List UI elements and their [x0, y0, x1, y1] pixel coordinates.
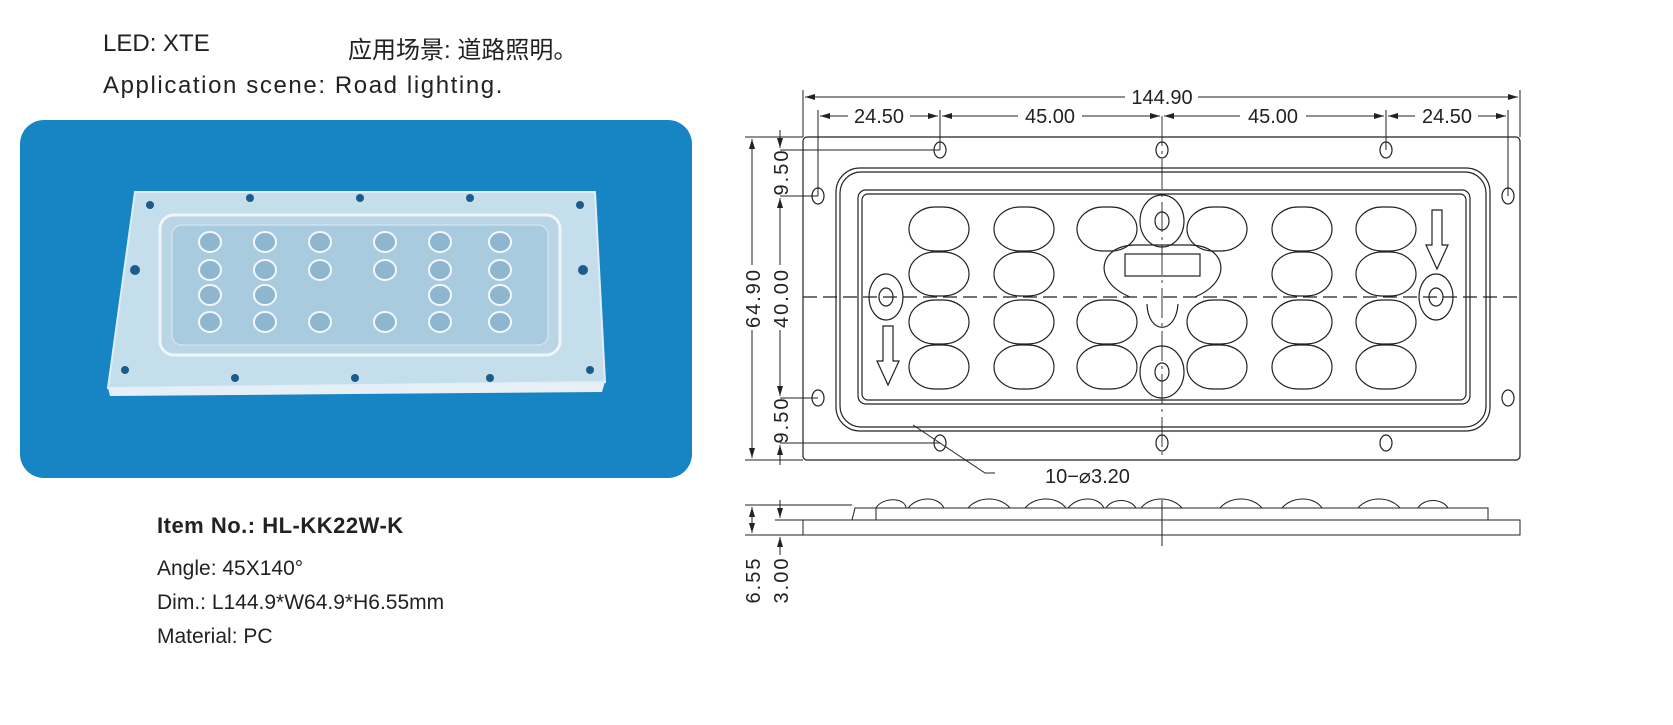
photo-lens [488, 284, 512, 306]
photo-lens [428, 231, 452, 253]
lens-outline [1271, 299, 1333, 345]
dim-edge-right: 24.50 [1422, 106, 1472, 128]
lens-plate-image [106, 191, 607, 396]
lens-outline [1186, 299, 1248, 345]
dim-total-length: 144.90 [1131, 87, 1192, 109]
photo-lens [308, 231, 332, 253]
lens-outline [1355, 299, 1417, 345]
material-spec: Material: PC [157, 625, 273, 648]
lens-outline [1355, 344, 1417, 390]
lens-outline [993, 344, 1055, 390]
led-label: LED: XTE [103, 30, 210, 57]
dim-mid-left: 45.00 [1025, 106, 1075, 128]
photo-lens [308, 311, 332, 333]
lens-outline [1271, 344, 1333, 390]
lens-outline [1076, 206, 1138, 252]
plate-outline [802, 136, 1521, 461]
lens-outline [908, 251, 970, 297]
photo-lens [198, 259, 222, 281]
photo-lens [373, 311, 397, 333]
photo-lens [253, 284, 277, 306]
lens-outline [993, 299, 1055, 345]
photo-lens [373, 259, 397, 281]
dim-mid-right: 45.00 [1248, 106, 1298, 128]
lens-array [908, 206, 1417, 390]
photo-lens [428, 311, 452, 333]
lens-outline [908, 344, 970, 390]
photo-lens [198, 284, 222, 306]
scene-cn-label: 应用场景: 道路照明。 [348, 37, 578, 64]
product-photo [20, 120, 692, 478]
photo-lens [488, 311, 512, 333]
scene-en-label: Application scene: Road lighting. [103, 72, 505, 99]
photo-lens [253, 231, 277, 253]
lens-outline [993, 206, 1055, 252]
photo-lens [373, 231, 397, 253]
photo-lens [253, 259, 277, 281]
angle-spec: Angle: 45X140° [157, 557, 304, 580]
dimension-spec: Dim.: L144.9*W64.9*H6.55mm [157, 591, 445, 614]
photo-lens [428, 284, 452, 306]
dim-edge-left: 24.50 [854, 106, 904, 128]
dim-base: 3.00 [771, 557, 793, 604]
item-number: Item No.: HL-KK22W-K [157, 513, 404, 538]
lens-outline [1076, 299, 1138, 345]
lens-outline [1186, 206, 1248, 252]
hole-callout: 10−⌀3.20 [1045, 466, 1130, 488]
photo-lens [428, 259, 452, 281]
photo-lens [488, 231, 512, 253]
dim-hole-span: 40.00 [771, 268, 793, 328]
lens-outline [1186, 344, 1248, 390]
lens-outline [908, 299, 970, 345]
lens-outline [993, 251, 1055, 297]
dim-width: 64.90 [743, 268, 765, 328]
photo-lens [198, 231, 222, 253]
lens-outline [1355, 251, 1417, 297]
lens-outline [1076, 344, 1138, 390]
lens-outline [1271, 206, 1333, 252]
photo-lens [253, 311, 277, 333]
dim-bottom-offset: 9.50 [771, 397, 793, 444]
photo-lens [488, 259, 512, 281]
lens-outline [1355, 206, 1417, 252]
dim-height: 6.55 [743, 557, 765, 604]
lens-outline [908, 206, 970, 252]
lens-outline [1271, 251, 1333, 297]
photo-lens [308, 259, 332, 281]
dim-top-offset: 9.50 [771, 149, 793, 196]
photo-lens [198, 311, 222, 333]
